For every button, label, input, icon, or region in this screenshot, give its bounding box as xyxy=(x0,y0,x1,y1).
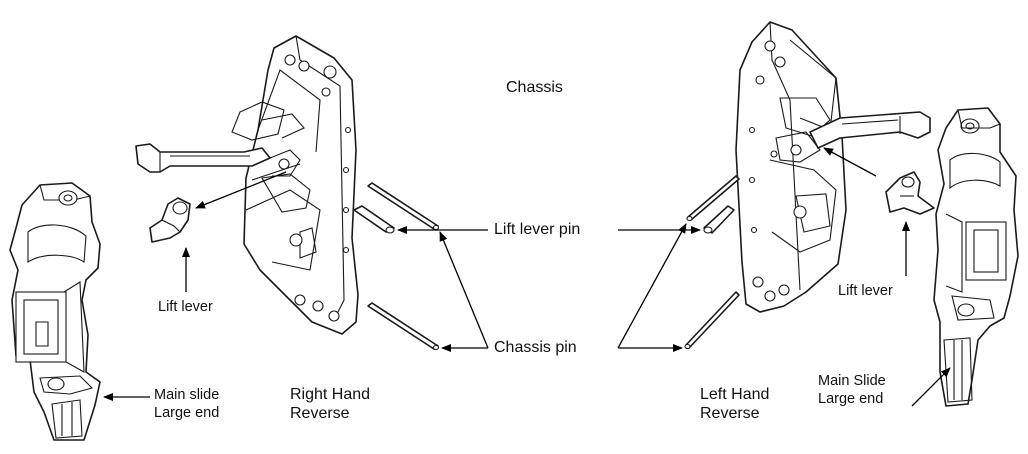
chassis-pin-part-left-bottom xyxy=(367,302,440,351)
lift-lever-pin-part-left xyxy=(353,205,395,234)
lift-lever-pin-part-right xyxy=(703,205,735,234)
chassis-pin-part-left-top xyxy=(367,182,440,231)
chassis-assembly-right-hand xyxy=(135,35,359,335)
main-slide-right xyxy=(933,107,1019,407)
chassis-assembly-left-hand xyxy=(735,21,931,313)
lift-lever-label-left: Lift lever xyxy=(158,299,213,315)
right-hand-reverse-label: Right Hand Reverse xyxy=(290,386,371,422)
lift-lever-part-right xyxy=(885,171,935,215)
main-slide-label-left: Main slide Large end xyxy=(154,387,220,421)
leader-lines xyxy=(103,147,951,407)
chassis-pin-label: Chassis pin xyxy=(494,339,577,356)
left-hand-reverse-label: Left Hand Reverse xyxy=(700,386,770,422)
leader-chassis-pin-left-b xyxy=(439,231,489,349)
lift-lever-label-right: Lift lever xyxy=(838,283,893,299)
leader-chassis-to-lever-right xyxy=(823,147,877,177)
chassis-pin-part-right-top xyxy=(686,175,740,222)
leader-chassis-pin-right-b xyxy=(617,223,687,349)
chassis-label: Chassis xyxy=(506,79,563,96)
lift-lever-pin-label: Lift lever pin xyxy=(494,221,581,238)
chassis-pin-part-right-bottom xyxy=(684,291,740,350)
main-slide-left xyxy=(9,182,101,441)
leader-main-slide-right xyxy=(911,367,951,407)
leader-chassis-to-lever-left xyxy=(195,171,287,209)
main-slide-label-right: Main Slide Large end xyxy=(818,373,886,407)
lift-lever-part-left xyxy=(149,197,191,243)
